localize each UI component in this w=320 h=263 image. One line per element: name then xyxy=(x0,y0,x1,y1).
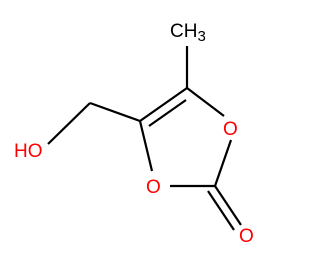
methyl-label: CH3 xyxy=(170,21,206,45)
structure-canvas: CH3 O O O HO xyxy=(14,21,254,247)
bond-c2-carbonyl-a xyxy=(214,185,242,226)
bond-hoch2-ch2 xyxy=(47,102,91,145)
ring-oxygen-right-label: O xyxy=(223,119,238,140)
bond-c4-c5-double-inner xyxy=(148,99,187,127)
hydroxyl-label: HO xyxy=(14,141,43,162)
bond-c4-c5-double-outer xyxy=(139,87,188,122)
bond-c5-o1 xyxy=(186,87,225,117)
molecule-drawing: CH3 O O O HO xyxy=(14,21,254,247)
ring-oxygen-bottom-label: O xyxy=(146,177,161,198)
bond-ch2-c4 xyxy=(89,101,141,123)
bond-o3-c4 xyxy=(138,120,154,172)
carbonyl-oxygen-label: O xyxy=(239,226,254,247)
bond-c2-carbonyl-b xyxy=(207,190,235,231)
bond-o1-c2 xyxy=(213,139,233,187)
